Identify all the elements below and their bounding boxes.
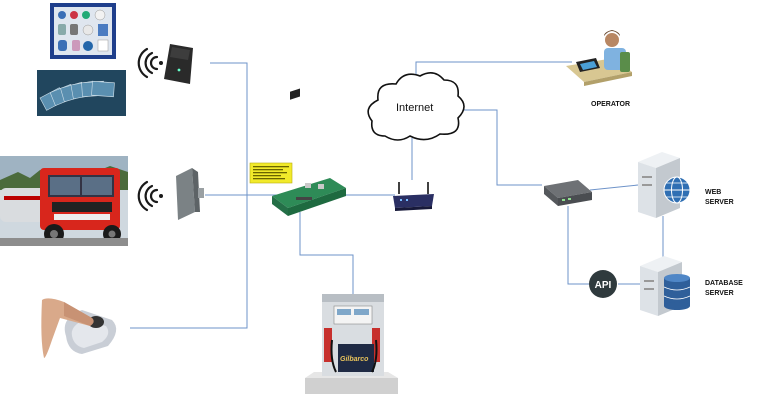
controller-board-icon — [249, 88, 346, 216]
wifi-signal-icon — [137, 180, 163, 212]
fingerprint-scanner-icon — [41, 298, 117, 358]
database-server-icon — [640, 256, 691, 316]
api-badge: API — [589, 270, 617, 298]
web-server-label-line1: WEB — [705, 189, 721, 196]
pump-brand-label: Gilbarco — [340, 356, 369, 363]
connector-cloud-to-switch — [452, 109, 542, 186]
internet-cloud-icon: Internet — [367, 72, 465, 141]
rfid-tags-icon — [50, 3, 116, 59]
fuel-dispenser-icon: Gilbarco — [305, 294, 398, 394]
connector-switch-to-webserver — [589, 184, 639, 191]
network-switch-icon — [544, 180, 592, 206]
database-cylinder-icon — [663, 274, 691, 310]
router-icon — [393, 182, 434, 211]
api-label: API — [595, 280, 612, 291]
connector-switch-to-api — [567, 206, 590, 285]
operator-desk-icon — [566, 30, 632, 86]
rfid-cards-icon — [37, 70, 126, 116]
connector-board-to-pump — [299, 212, 354, 295]
web-server-icon — [638, 152, 691, 218]
rfid-reader-icon — [164, 44, 193, 84]
antenna-reader-icon — [176, 168, 204, 220]
database-server-label-line2: SERVER — [705, 290, 734, 297]
database-server-label-line1: DATABASE — [705, 280, 743, 287]
internet-label: Internet — [396, 102, 433, 114]
operator-label: OPERATOR — [591, 101, 630, 108]
fuel-truck-icon — [0, 156, 128, 246]
web-server-label-line2: SERVER — [705, 199, 734, 206]
wifi-signal-icon — [137, 47, 163, 79]
